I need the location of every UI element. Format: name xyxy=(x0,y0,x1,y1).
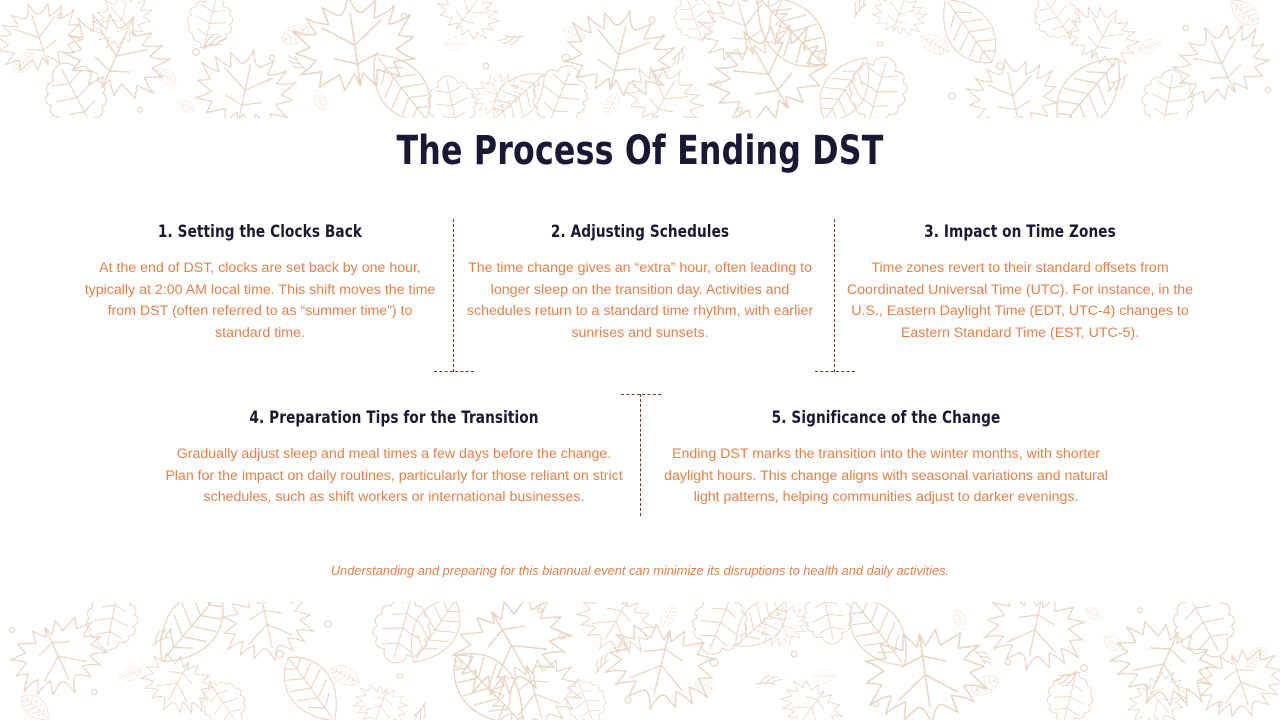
divider-head-line xyxy=(621,394,661,395)
section-body-2: The time change gives an “extra” hour, o… xyxy=(466,260,814,341)
divider-foot-line xyxy=(434,371,474,372)
section-body-3: Time zones revert to their standard offs… xyxy=(846,260,1194,341)
section-heading-3: 3. Impact on Time Zones xyxy=(924,222,1116,241)
section-card-3: 3. Impact on Time Zones Time zones rever… xyxy=(830,222,1210,344)
section-row-bottom: 4. Preparation Tips for the Transition G… xyxy=(0,408,1280,509)
section-body-1: At the end of DST, clocks are set back b… xyxy=(84,260,436,341)
section-card-5: 5. Significance of the Change Ending DST… xyxy=(640,408,1132,509)
section-card-2: 2. Adjusting Schedules The time change g… xyxy=(450,222,830,344)
footer-note: Understanding and preparing for this bia… xyxy=(330,563,950,578)
autumn-leaf-border-bottom xyxy=(0,602,1280,720)
section-row-top: 1. Setting the Clocks Back At the end of… xyxy=(0,222,1280,344)
section-heading-1: 1. Setting the Clocks Back xyxy=(157,222,363,241)
divider-foot-line xyxy=(815,371,855,372)
section-heading-5: 5. Significance of the Change xyxy=(771,408,1001,427)
section-heading-2: 2. Adjusting Schedules xyxy=(550,222,730,241)
section-heading-4: 4. Preparation Tips for the Transition xyxy=(249,408,539,427)
section-card-4: 4. Preparation Tips for the Transition G… xyxy=(148,408,640,509)
autumn-leaf-border-top xyxy=(0,0,1280,118)
section-card-1: 1. Setting the Clocks Back At the end of… xyxy=(70,222,450,344)
page-title: The Process Of Ending DST xyxy=(396,128,884,174)
section-body-5: Ending DST marks the transition into the… xyxy=(664,446,1108,505)
section-body-4: Gradually adjust sleep and meal times a … xyxy=(165,446,623,505)
